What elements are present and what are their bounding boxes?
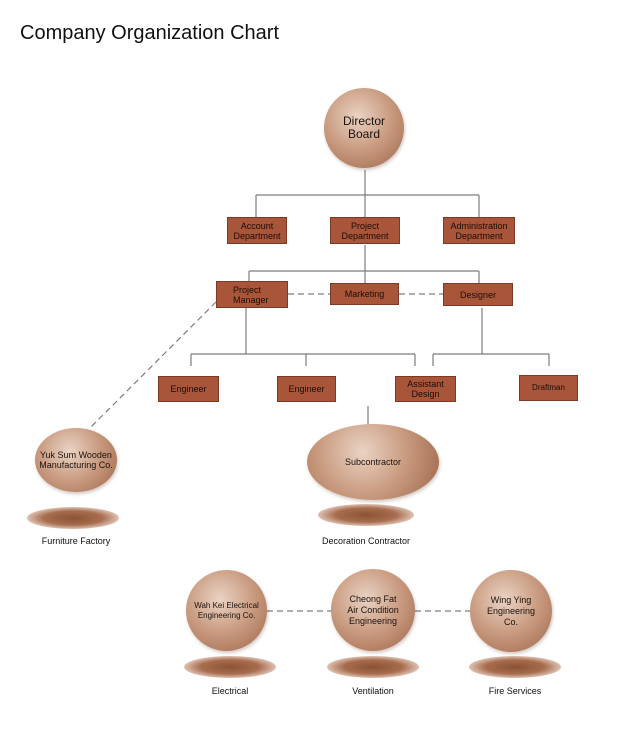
engineer-box-2: Engineer: [277, 376, 336, 402]
draftman-box: Draftman: [519, 375, 578, 401]
furniture-factory-caption: Furniture Factory: [41, 536, 111, 546]
marketing-box: Marketing: [330, 283, 399, 305]
designer-box: Designer: [443, 283, 513, 306]
yuk-sum-node: Yuk Sum Wooden Manufacturing Co.: [35, 428, 117, 492]
marketing-label: Marketing: [344, 289, 385, 299]
electrical-caption: Electrical: [211, 686, 249, 696]
cheong-fat-node: Cheong Fat Air Condition Engineering: [331, 569, 415, 651]
engineer-label-2: Engineer: [288, 384, 325, 394]
cheong-fat-label: Cheong Fat Air Condition Engineering: [347, 593, 399, 626]
wing-ying-node: Wing Ying Engineering Co.: [470, 570, 552, 652]
assistant-design-box: Assistant Design: [395, 376, 456, 402]
draftman-label: Draftman: [532, 383, 565, 392]
ventilation-caption: Ventilation: [352, 686, 394, 696]
wah-kei-node: Wah Kei Electrical Engineering Co.: [186, 570, 267, 651]
decoration-contractor-caption: Decoration Contractor: [321, 536, 411, 546]
subcontractor-shadow: [318, 504, 414, 526]
assistant-design-label: Assistant Design: [407, 379, 444, 399]
designer-label: Designer: [459, 289, 497, 300]
wah-kei-label: Wah Kei Electrical Engineering Co.: [194, 600, 259, 620]
cheong-fat-shadow: [327, 656, 419, 678]
fire-services-caption: Fire Services: [488, 686, 542, 696]
account-department-box: Account Department: [227, 217, 287, 244]
wing-ying-shadow: [469, 656, 561, 678]
project-department-label: Project Department: [341, 220, 389, 241]
project-manager-box: Project Manager: [216, 281, 288, 308]
yuk-sum-shadow: [27, 507, 119, 529]
administration-department-box: Administration Department: [443, 217, 515, 244]
director-board-node: Director Board: [324, 88, 404, 168]
project-department-box: Project Department: [330, 217, 400, 244]
wing-ying-label: Wing Ying Engineering Co.: [486, 594, 536, 627]
project-manager-label: Project Manager: [233, 284, 269, 305]
subcontractor-label: Subcontractor: [344, 457, 402, 467]
page-title: Company Organization Chart: [20, 22, 280, 44]
engineer-box-1: Engineer: [158, 376, 219, 402]
engineer-label-1: Engineer: [170, 384, 207, 394]
subcontractor-node: Subcontractor: [307, 424, 439, 500]
yuk-sum-label: Yuk Sum Wooden Manufacturing Co.: [39, 450, 113, 470]
dashed-pm-yuksum: [89, 301, 217, 429]
director-board-label: Director Board: [342, 114, 385, 141]
account-department-label: Account Department: [233, 220, 281, 241]
administration-department-label: Administration Department: [450, 220, 508, 241]
wah-kei-shadow: [184, 656, 276, 678]
